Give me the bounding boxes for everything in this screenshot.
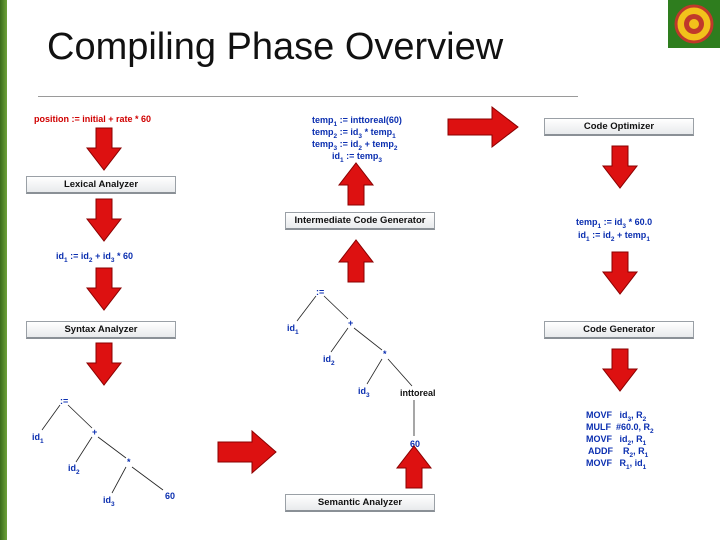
intermediate-code-line-4: id1 := temp3 xyxy=(332,151,383,164)
tree1-60-node: 60 xyxy=(165,491,176,501)
arrow-down-syntax-to-tree xyxy=(85,342,123,386)
arrow-up-semantic-to-tree xyxy=(395,445,433,489)
optimized-code-line-1: temp1 := id3 * 60.0 xyxy=(576,217,653,230)
intermediate-code-generator-box: Intermediate Code Generator xyxy=(285,212,435,230)
syntax-analyzer-box: Syntax Analyzer xyxy=(26,321,176,339)
arrow-right-tree-to-semantic xyxy=(217,429,277,475)
tree2-inttoreal-node: inttoreal xyxy=(400,388,436,398)
source-statement: position := initial + rate * 60 xyxy=(34,114,152,124)
asm-line-5: MOVF R1, id1 xyxy=(586,458,647,471)
arrow-down-generator-to-asm xyxy=(601,348,639,392)
code-optimizer-box: Code Optimizer xyxy=(544,118,694,136)
arrow-down-source-to-lexical xyxy=(85,127,123,171)
tree2-plus-node: + xyxy=(348,318,354,328)
tree2-times-node: * xyxy=(383,349,387,359)
arrow-down-tokens-to-syntax xyxy=(85,267,123,311)
arrow-down-optimizer-to-code xyxy=(601,145,639,189)
code-generator-box: Code Generator xyxy=(544,321,694,339)
tree1-id1-node: id1 xyxy=(32,432,44,445)
arrow-right-intermediate-to-optimizer xyxy=(447,105,519,149)
tree1-id3-node: id3 xyxy=(103,495,115,508)
semantic-analyzer-box: Semantic Analyzer xyxy=(285,494,435,512)
tree1-assign-node: := xyxy=(60,396,69,406)
intermediate-code-line-2: temp2 := id3 * temp1 xyxy=(312,127,396,140)
arrow-up-intermediate-to-code xyxy=(337,162,375,206)
arrow-down-lexical-to-tokens xyxy=(85,198,123,242)
asm-line-1: MOVF id3, R2 xyxy=(586,410,647,423)
intermediate-code-line-3: temp3 := id2 + temp2 xyxy=(312,139,398,152)
tree2-id2-node: id2 xyxy=(323,354,335,367)
title-divider xyxy=(38,96,578,97)
slide-sidebar-bar xyxy=(0,0,7,540)
slide-title: Compiling Phase Overview xyxy=(47,26,504,68)
arrow-up-tree-to-intermediate xyxy=(337,239,375,283)
tree2-60-node: 60 xyxy=(410,439,421,449)
tree1-id2-node: id2 xyxy=(68,463,80,476)
tree2-id3-node: id3 xyxy=(358,386,370,399)
asm-line-2: MULF #60.0, R2 xyxy=(586,422,654,435)
tree1-plus-node: + xyxy=(92,427,98,437)
arrow-down-opt-code-to-generator xyxy=(601,251,639,295)
asm-line-4: ADDF R2, R1 xyxy=(588,446,649,459)
token-stream: id1 := id2 + id3 * 60 xyxy=(56,251,134,264)
lexical-analyzer-box: Lexical Analyzer xyxy=(26,176,176,194)
intermediate-code-line-1: temp1 := inttoreal(60) xyxy=(312,115,402,128)
asm-line-3: MOVF id2, R1 xyxy=(586,434,647,447)
university-logo xyxy=(668,0,720,48)
tree2-id1-node: id1 xyxy=(287,323,299,336)
tree2-assign-node: := xyxy=(316,287,325,297)
optimized-code-line-2: id1 := id2 + temp1 xyxy=(578,230,650,243)
tree1-times-node: * xyxy=(127,457,131,467)
